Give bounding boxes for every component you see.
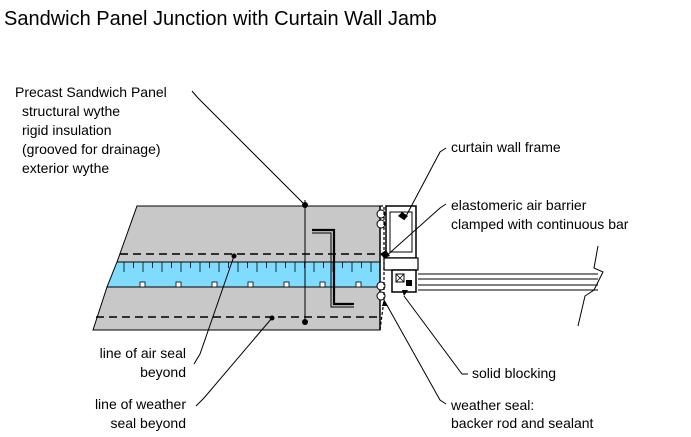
label-curtain-wall-frame: curtain wall frame xyxy=(451,139,561,155)
drainage-channel xyxy=(211,281,218,288)
label-weather-seal-2: backer rod and sealant xyxy=(451,415,594,431)
drainage-channel xyxy=(175,281,182,288)
exterior-wythe xyxy=(92,286,381,331)
rigid-insulation xyxy=(106,261,381,288)
label-panel-title: Precast Sandwich Panel xyxy=(15,84,167,100)
label-structural-wythe: structural wythe xyxy=(22,103,120,119)
label-weather-line-2: seal beyond xyxy=(110,415,186,431)
label-air-seal-1: line of air seal xyxy=(100,345,186,361)
leader-lines xyxy=(191,90,468,407)
label-air-barrier-2: clamped with continuous bar xyxy=(451,216,629,232)
backer-rod-upper xyxy=(376,209,386,219)
label-solid-blocking: solid blocking xyxy=(472,365,556,381)
label-grooved: (grooved for drainage) xyxy=(22,141,161,157)
label-weather-seal-1: weather seal: xyxy=(450,397,534,413)
drainage-channel xyxy=(247,281,254,288)
wythe-tie xyxy=(312,228,354,306)
label-weather-line-1: line of weather xyxy=(95,396,186,412)
structural-wythe xyxy=(116,205,381,263)
drainage-channel xyxy=(139,281,146,288)
label-air-seal-2: beyond xyxy=(140,364,186,380)
drainage-channel xyxy=(283,281,290,288)
label-rigid-insulation: rigid insulation xyxy=(22,122,112,138)
drainage-channel xyxy=(319,281,326,288)
label-air-barrier-1: elastomeric air barrier xyxy=(451,197,587,213)
backer-rod-lower xyxy=(376,281,386,291)
drainage-channel xyxy=(355,281,362,288)
drawing-title: Sandwich Panel Junction with Curtain Wal… xyxy=(4,8,437,30)
label-exterior-wythe: exterior wythe xyxy=(22,160,109,176)
drainage-channels xyxy=(139,281,362,288)
